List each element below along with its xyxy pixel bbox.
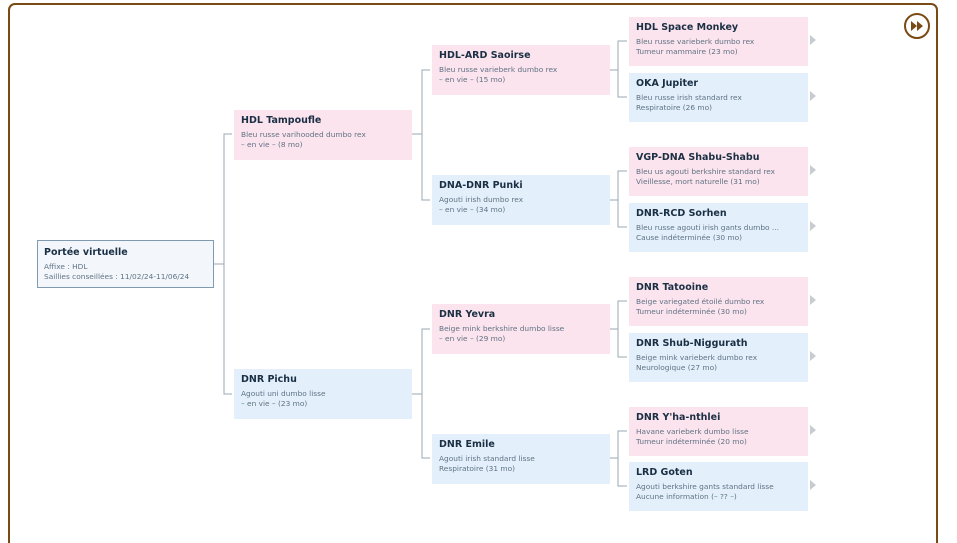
chevron-right-icon[interactable] xyxy=(810,221,816,231)
animal-description: Bleu us agouti berkshire standard rex xyxy=(636,167,776,176)
pedigree-connectors xyxy=(214,40,627,487)
animal-status: – en vie – (23 mo) xyxy=(241,398,308,408)
animal-description: Beige variegated étoilé dumbo rex xyxy=(636,297,765,306)
great-grandparent-card[interactable]: VGP-DNA Shabu-Shabu Bleu us agouti berks… xyxy=(629,147,808,196)
animal-description: Beige mink varieberk dumbo rex xyxy=(636,353,758,362)
grandparent-card[interactable]: HDL-ARD Saoirse Bleu russe varieberk dum… xyxy=(432,45,610,95)
animal-status: Neurologique (27 mo) xyxy=(636,362,717,372)
animal-name: DNR Y'ha-nthlei xyxy=(636,412,721,423)
animal-name: VGP-DNA Shabu-Shabu xyxy=(636,152,760,163)
animal-status: Vieillesse, mort naturelle (31 mo) xyxy=(636,176,760,186)
animal-description: Bleu russe varieberk dumbo rex xyxy=(636,37,755,46)
animal-description: Bleu russe varieberk dumbo rex xyxy=(439,65,558,74)
chevron-right-icon[interactable] xyxy=(810,91,816,101)
great-grandparent-card[interactable]: HDL Space Monkey Bleu russe varieberk du… xyxy=(629,17,808,66)
animal-status: Tumeur indéterminée (30 mo) xyxy=(636,306,747,316)
animal-name: DNR Yevra xyxy=(439,309,496,320)
animal-description: Agouti irish dumbo rex xyxy=(439,195,524,204)
animal-name: LRD Goten xyxy=(636,467,693,478)
parent-card-sire[interactable]: DNR Pichu Agouti uni dumbo lisse – en vi… xyxy=(234,369,412,419)
root-card-affix: Affixe : HDL xyxy=(44,262,88,271)
great-grandparent-card[interactable]: DNR Tatooine Beige variegated étoilé dum… xyxy=(629,277,808,326)
grandparent-card[interactable]: DNR Emile Agouti irish standard lisse Re… xyxy=(432,434,610,484)
animal-name: DNR Shub-Niggurath xyxy=(636,338,748,349)
animal-description: Bleu russe varihooded dumbo rex xyxy=(241,130,366,139)
great-grandparent-card[interactable]: OKA Jupiter Bleu russe irish standard re… xyxy=(629,73,808,122)
chevron-right-icon[interactable] xyxy=(810,425,816,435)
animal-status: Tumeur mammaire (23 mo) xyxy=(636,46,738,56)
root-card-saillies: Saillies conseillées : 11/02/24-11/06/24 xyxy=(44,271,190,281)
animal-name: DNR-RCD Sorhen xyxy=(636,208,727,219)
animal-name: HDL Tampoufle xyxy=(241,115,322,126)
animal-description: Agouti berkshire gants standard lisse xyxy=(636,482,774,491)
animal-description: Havane varieberk dumbo lisse xyxy=(636,427,749,436)
fast-forward-button[interactable] xyxy=(904,13,930,39)
animal-status: Tumeur indéterminée (20 mo) xyxy=(636,436,747,446)
parent-card-dam[interactable]: HDL Tampoufle Bleu russe varihooded dumb… xyxy=(234,110,412,160)
great-grandparent-card[interactable]: DNR Shub-Niggurath Beige mink varieberk … xyxy=(629,333,808,382)
animal-status: Respiratoire (26 mo) xyxy=(636,102,712,112)
animal-description: Bleu russe agouti irish gants dumbo ... xyxy=(636,223,779,232)
fast-forward-icon xyxy=(911,21,923,31)
animal-name: DNR Tatooine xyxy=(636,282,709,293)
animal-status: – en vie – (8 mo) xyxy=(241,139,303,149)
animal-name: HDL-ARD Saoirse xyxy=(439,50,531,61)
animal-description: Beige mink berkshire dumbo lisse xyxy=(439,324,565,333)
animal-description: Agouti irish standard lisse xyxy=(439,454,535,463)
animal-name: OKA Jupiter xyxy=(636,78,699,89)
animal-description: Bleu russe irish standard rex xyxy=(636,93,742,102)
root-card-virtual-litter[interactable]: Portée virtuelle Affixe : HDL Saillies c… xyxy=(37,240,214,288)
animal-status: Cause indéterminée (30 mo) xyxy=(636,232,743,242)
great-grandparent-card[interactable]: LRD Goten Agouti berkshire gants standar… xyxy=(629,462,808,511)
animal-name: HDL Space Monkey xyxy=(636,22,739,33)
grandparent-card[interactable]: DNA-DNR Punki Agouti irish dumbo rex – e… xyxy=(432,175,610,225)
grandparent-card[interactable]: DNR Yevra Beige mink berkshire dumbo lis… xyxy=(432,304,610,354)
animal-name: DNR Pichu xyxy=(241,374,297,385)
animal-status: – en vie – (15 mo) xyxy=(439,74,506,84)
great-grandparent-card[interactable]: DNR-RCD Sorhen Bleu russe agouti irish g… xyxy=(629,203,808,252)
animal-status: Respiratoire (31 mo) xyxy=(439,463,515,473)
animal-status: – en vie – (29 mo) xyxy=(439,333,506,343)
root-card-title: Portée virtuelle xyxy=(44,247,128,258)
animal-status: Aucune information (– ?? –) xyxy=(636,491,737,501)
chevron-right-icon[interactable] xyxy=(810,35,816,45)
animal-name: DNA-DNR Punki xyxy=(439,180,523,191)
chevron-right-icon[interactable] xyxy=(810,480,816,490)
animal-status: – en vie – (34 mo) xyxy=(439,204,506,214)
chevron-right-icon[interactable] xyxy=(810,295,816,305)
chevron-right-icon[interactable] xyxy=(810,351,816,361)
pedigree-frame xyxy=(8,3,938,543)
animal-description: Agouti uni dumbo lisse xyxy=(241,389,326,398)
great-grandparent-card[interactable]: DNR Y'ha-nthlei Havane varieberk dumbo l… xyxy=(629,407,808,456)
chevron-right-icon[interactable] xyxy=(810,165,816,175)
animal-name: DNR Emile xyxy=(439,439,495,450)
